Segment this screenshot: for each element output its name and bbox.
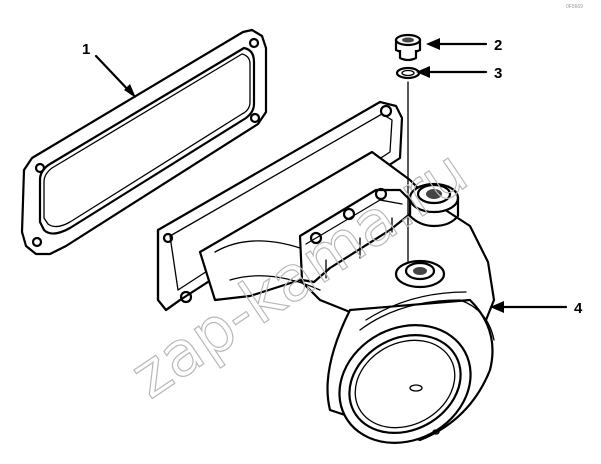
o-ring-part [395,66,421,80]
callout-1: 1 [82,41,90,58]
callout-leaders [94,38,568,313]
callout-2: 2 [494,37,502,54]
corner-code: 0F5669 [566,4,583,10]
callout-3: 3 [494,65,502,82]
elbow-housing-part [156,100,496,444]
callout-4: 4 [574,300,583,317]
gasket-part [20,28,268,256]
plug-part [394,33,422,62]
